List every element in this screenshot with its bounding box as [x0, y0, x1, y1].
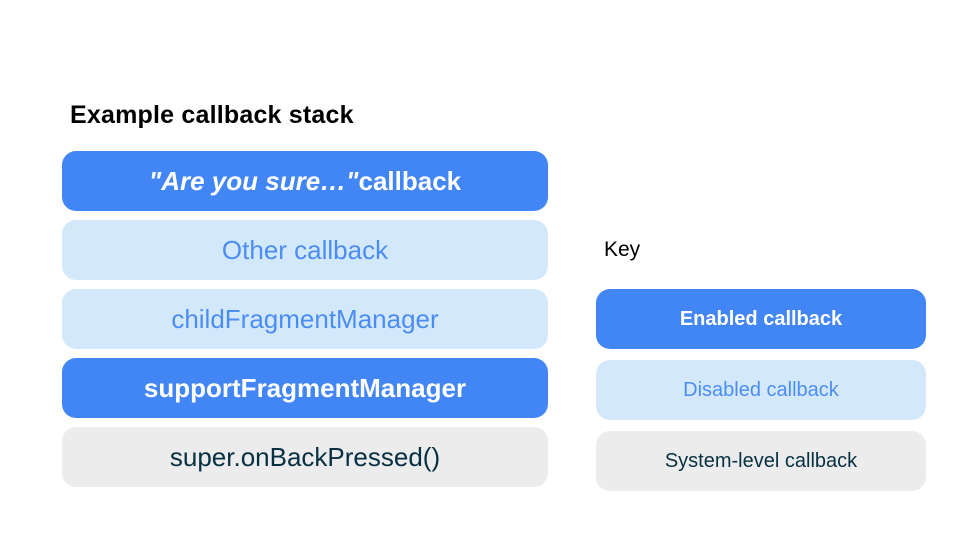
key-box-disabled-callback: Disabled callback [596, 360, 926, 420]
key-title: Key [604, 238, 641, 261]
key-box-system-level-callback: System-level callback [596, 431, 926, 491]
callback-box-support-fragment-manager: supportFragmentManager [62, 358, 548, 418]
callback-box-super-on-back-pressed: super.onBackPressed() [62, 427, 548, 487]
callback-label-are-you-sure-italic: "Are you sure…" [148, 165, 359, 196]
callback-box-child-fragment-manager: childFragmentManager [62, 289, 548, 349]
callback-box-other-callback: Other callback [62, 220, 548, 280]
callback-stack: "Are you sure…" callback Other callback … [62, 151, 548, 487]
key-legend: Enabled callback Disabled callback Syste… [596, 289, 926, 491]
key-box-enabled-callback: Enabled callback [596, 289, 926, 349]
callback-box-are-you-sure: "Are you sure…" callback [62, 151, 548, 211]
callback-label-are-you-sure-rest: callback [358, 165, 462, 196]
stack-title: Example callback stack [70, 101, 354, 129]
